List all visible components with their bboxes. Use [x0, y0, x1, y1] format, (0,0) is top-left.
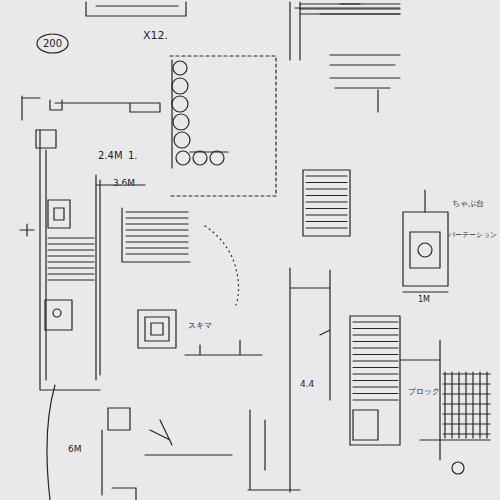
ground-line	[185, 340, 262, 355]
tread	[126, 235, 188, 236]
tread	[48, 279, 94, 280]
grid-line	[443, 403, 490, 404]
grid-line	[458, 372, 459, 438]
tread	[126, 247, 188, 248]
tread	[306, 182, 347, 183]
right-floor	[400, 340, 490, 460]
tread	[48, 267, 94, 268]
center-stair	[303, 170, 350, 236]
tread	[353, 393, 398, 394]
sketch-note: 1.	[128, 150, 138, 161]
right-elevation	[330, 55, 400, 112]
grid-line	[479, 372, 480, 438]
tread	[300, 13, 400, 14]
top-plan	[86, 2, 186, 16]
cross-mark	[20, 224, 34, 236]
dotted-arc	[205, 226, 239, 305]
bottom-left-plan	[102, 408, 136, 500]
sketch-note: ブロック	[408, 388, 440, 397]
tread	[300, 3, 400, 4]
tread	[126, 229, 188, 230]
right-plan	[403, 212, 448, 286]
tread	[353, 399, 398, 400]
grid-line	[486, 372, 487, 438]
middle-stair	[122, 208, 190, 262]
tread	[48, 261, 94, 262]
tread	[48, 273, 94, 274]
tread	[48, 249, 94, 250]
right-dim	[403, 190, 448, 292]
sketch-note: 4.4	[300, 380, 314, 390]
tread-hatching	[48, 4, 490, 438]
section-lines	[248, 410, 300, 490]
tread	[306, 188, 347, 189]
tread	[353, 354, 398, 355]
tread	[126, 253, 188, 254]
sketch-note: 1M	[418, 296, 430, 305]
column-circles	[172, 60, 228, 168]
tread	[306, 175, 347, 176]
spiral-stair	[138, 310, 176, 348]
grid-line	[451, 372, 452, 438]
tread	[126, 211, 188, 212]
grid-line	[465, 372, 466, 438]
small-box	[36, 130, 56, 148]
center-section	[290, 268, 330, 492]
tread	[306, 214, 347, 215]
node-text: 200	[43, 38, 62, 49]
stair-landing	[48, 200, 70, 228]
tread	[353, 373, 398, 374]
sketch-note: ちゃぶ台	[452, 200, 484, 209]
tread	[353, 367, 398, 368]
tread	[353, 328, 398, 329]
right-stair	[350, 316, 400, 445]
stove	[418, 243, 432, 257]
wall-notch	[50, 100, 160, 112]
grid-line	[472, 372, 473, 438]
tread	[126, 241, 188, 242]
tread	[48, 243, 94, 244]
left-strip	[40, 130, 100, 390]
tread	[353, 321, 398, 322]
tread	[353, 334, 398, 335]
curve	[47, 385, 55, 500]
top-right-elevation	[290, 2, 400, 60]
tread	[353, 341, 398, 342]
dashed-room	[170, 56, 276, 196]
edge-mark	[22, 96, 40, 120]
tread	[48, 255, 94, 256]
sketch-note: X12.	[143, 30, 168, 42]
grid-line	[443, 423, 490, 424]
tread	[306, 195, 347, 196]
tread	[353, 380, 398, 381]
sketch-note: 3.6M	[113, 179, 135, 189]
tread	[126, 217, 188, 218]
sketch-note: 6M	[68, 445, 82, 455]
sketch-note: スキマ	[188, 322, 212, 331]
tread	[306, 208, 347, 209]
tread	[48, 237, 94, 238]
grid-line	[444, 372, 445, 438]
post	[53, 309, 61, 317]
tread	[306, 227, 347, 228]
tread	[306, 221, 347, 222]
sketch-note: パーテーション	[448, 232, 497, 240]
grid-line	[443, 413, 490, 414]
tread	[306, 201, 347, 202]
tread	[353, 360, 398, 361]
lower-box	[45, 300, 72, 330]
tread	[126, 223, 188, 224]
grid-line	[443, 433, 490, 434]
tread	[353, 386, 398, 387]
circled-number: 200	[36, 33, 69, 54]
tread	[300, 8, 400, 9]
tread	[353, 347, 398, 348]
pot	[452, 462, 464, 474]
stair-box	[353, 410, 378, 440]
sketch-note: 2.4M	[98, 150, 123, 161]
bottom-ground	[145, 420, 232, 455]
